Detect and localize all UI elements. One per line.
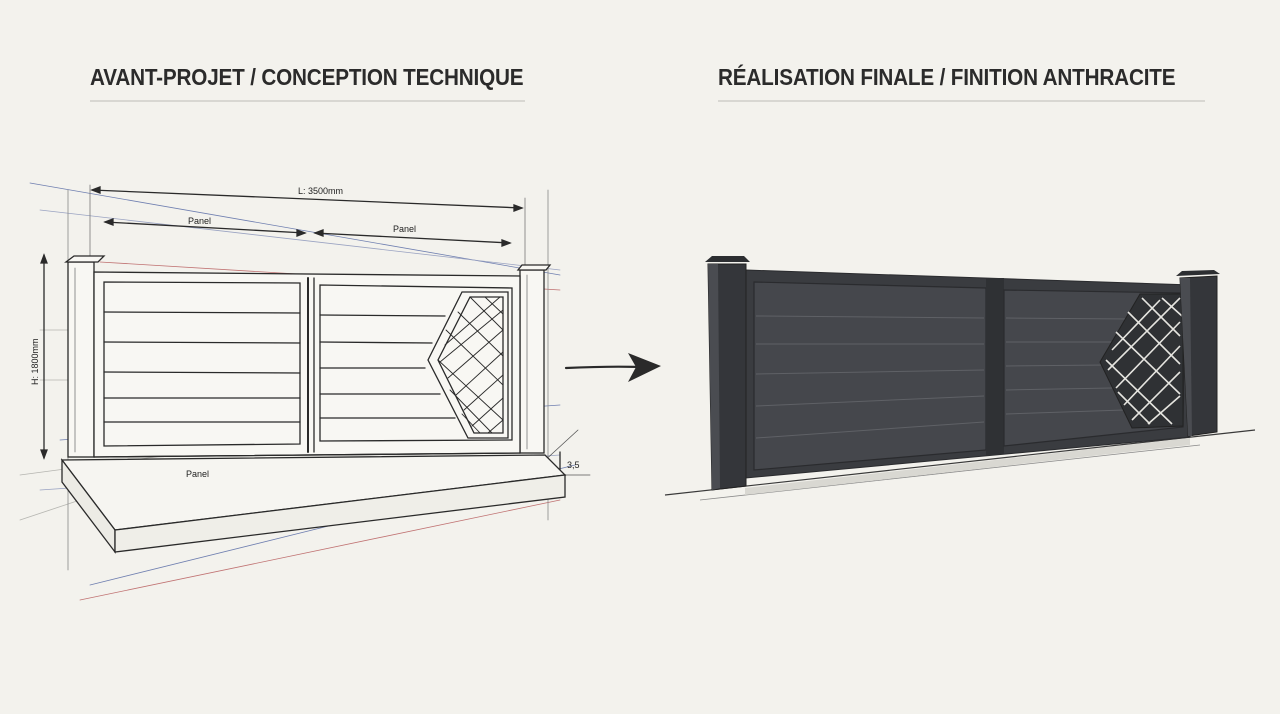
label-total-length: L: 3500mm xyxy=(298,186,343,196)
label-base-height: 3,5 xyxy=(567,460,580,470)
heading-left: AVANT-PROJET / CONCEPTION TECHNIQUE xyxy=(90,64,524,90)
final-gate-render xyxy=(664,256,1256,501)
render-lattice-grid xyxy=(1105,297,1183,425)
post-left xyxy=(64,255,106,458)
heading-right: RÉALISATION FINALE / FINITION ANTHRACITE xyxy=(718,64,1176,90)
label-panel-top-right: Panel xyxy=(393,224,416,234)
label-panel-bottom: Panel xyxy=(186,469,209,479)
arrow-right-icon xyxy=(564,353,661,382)
sketch-panel-right xyxy=(319,284,513,442)
render-post-left xyxy=(705,256,750,491)
render-panel-right xyxy=(1003,289,1186,447)
render-center-post xyxy=(986,278,1004,456)
post-right xyxy=(516,264,552,454)
base-slab xyxy=(60,454,567,554)
render-post-right xyxy=(1176,270,1220,437)
label-panel-top-left: Panel xyxy=(188,216,211,226)
dimension-panel-left xyxy=(103,218,307,237)
dimension-total-length xyxy=(90,186,524,212)
label-height: H: 1800mm xyxy=(30,338,40,385)
technical-sketch xyxy=(19,182,591,601)
dimension-height xyxy=(40,253,48,460)
sketch-panel-left xyxy=(103,281,301,447)
render-panel-left xyxy=(753,281,987,471)
sketch-lattice xyxy=(437,296,504,434)
dimension-panel-right xyxy=(313,229,512,247)
